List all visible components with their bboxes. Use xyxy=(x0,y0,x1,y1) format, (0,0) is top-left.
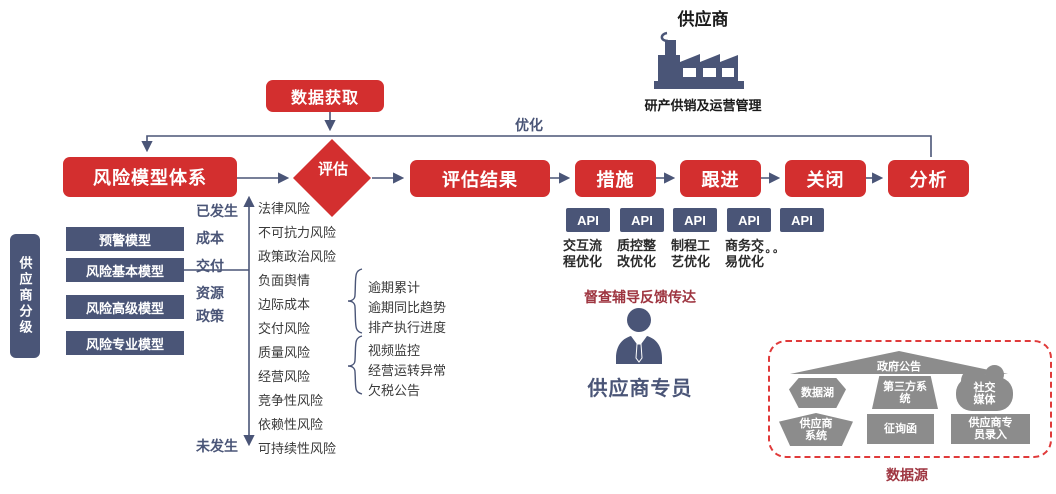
specialist-feedback-label: 督查辅导反馈传达 xyxy=(584,289,696,305)
api-action-4: 商务交易优化 xyxy=(725,238,765,269)
supplier-grading-ribbon: 供应商分级 xyxy=(10,234,40,358)
node-evaluate-result: 评估结果 xyxy=(410,160,550,197)
signal-item: 欠税公告 xyxy=(368,383,421,398)
axis-occurred: 已发生 xyxy=(196,203,238,219)
node-data-acquisition: 数据获取 xyxy=(266,80,384,112)
api-box-5: API xyxy=(780,208,824,232)
risk-item: 负面舆情 xyxy=(258,273,311,288)
axis-policy: 政策 xyxy=(196,308,224,324)
datasource-title: 数据源 xyxy=(886,467,928,483)
risk-item: 质量风险 xyxy=(258,345,311,360)
evaluate-diamond xyxy=(293,139,371,217)
brace-group1 xyxy=(347,268,363,334)
risk-item: 政策政治风险 xyxy=(258,249,337,264)
datasource-manual-entry: 供应商专员录入 xyxy=(951,414,1030,444)
datasource-manual-entry-label: 供应商专员录入 xyxy=(968,417,1013,441)
datasource-social-media-label: 社交媒体 xyxy=(973,382,996,406)
datasource-third-party: 第三方系统 xyxy=(872,376,938,409)
axis-resource: 资源 xyxy=(196,285,224,301)
axis-not-occurred: 未发生 xyxy=(196,438,238,454)
risk-item: 边际成本 xyxy=(258,297,311,312)
optimize-feedback-line xyxy=(141,135,932,157)
supplier-caption: 研产供销及运营管理 xyxy=(644,98,762,113)
brace-group2 xyxy=(347,335,363,395)
model-basic: 风险基本模型 xyxy=(66,258,184,282)
api-box-3: API xyxy=(673,208,717,232)
axis-delivery: 交付 xyxy=(196,258,224,274)
specialist-name: 供应商专员 xyxy=(587,378,693,400)
node-measure: 措施 xyxy=(575,160,656,197)
supplier-title: 供应商 xyxy=(677,10,729,29)
risk-item: 可持续性风险 xyxy=(258,441,337,456)
datasource-data-lake: 数据湖 xyxy=(789,378,846,408)
datasource-supplier-system-label: 供应商系统 xyxy=(799,417,833,442)
model-professional: 风险专业模型 xyxy=(66,331,184,355)
node-evaluate-label: 评估 xyxy=(317,161,348,178)
node-analyze: 分析 xyxy=(888,160,969,197)
person-icon xyxy=(616,308,662,364)
api-box-2: API xyxy=(620,208,664,232)
node-follow-up: 跟进 xyxy=(680,160,761,197)
risk-item: 交付风险 xyxy=(258,321,311,336)
signal-item: 逾期累计 xyxy=(368,280,421,295)
factory-icon xyxy=(654,31,744,89)
datasource-inquiry-letter: 征询函 xyxy=(867,414,934,444)
signal-item: 视频监控 xyxy=(368,343,421,358)
signal-item: 排产执行进度 xyxy=(368,320,447,335)
datasource-social-media: 社交媒体 xyxy=(956,365,1013,411)
node-close: 关闭 xyxy=(785,160,866,197)
signal-item: 逾期同比趋势 xyxy=(368,300,447,315)
risk-item: 依赖性风险 xyxy=(258,417,324,432)
risk-item: 竞争性风险 xyxy=(258,393,324,408)
api-action-2: 质控整改优化 xyxy=(617,238,657,269)
api-box-4: API xyxy=(727,208,771,232)
model-warning: 预警模型 xyxy=(66,227,184,251)
model-advanced: 风险高级模型 xyxy=(66,295,184,319)
api-box-1: API xyxy=(566,208,610,232)
optimize-label: 优化 xyxy=(515,117,543,133)
axis-cost: 成本 xyxy=(196,230,224,246)
node-risk-model-system: 风险模型体系 xyxy=(63,157,237,197)
api-ellipsis: 。。。 xyxy=(758,243,786,255)
signal-item: 经营运转异常 xyxy=(368,363,447,378)
risk-item: 经营风险 xyxy=(258,369,311,384)
datasource-third-party-label: 第三方系统 xyxy=(883,380,927,405)
risk-item: 不可抗力风险 xyxy=(258,225,337,240)
api-action-3: 制程工艺优化 xyxy=(671,238,711,269)
api-action-1: 交互流程优化 xyxy=(563,238,603,269)
risk-item: 法律风险 xyxy=(258,201,311,216)
